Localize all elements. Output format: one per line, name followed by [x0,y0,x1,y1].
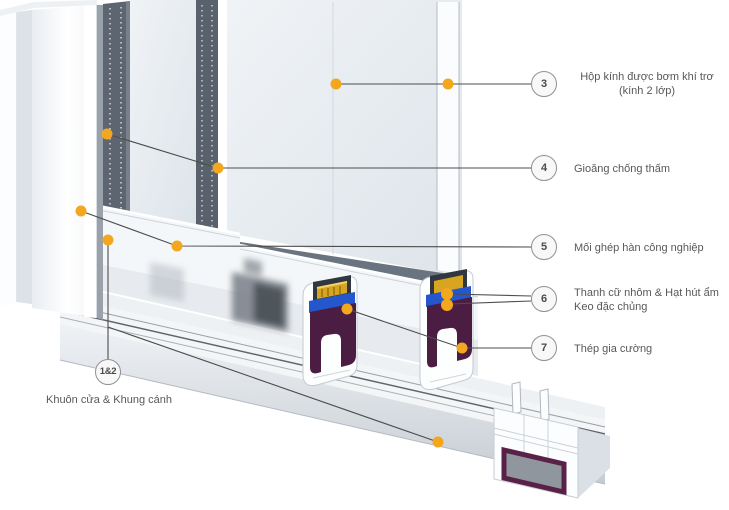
callout-label-4: Gioăng chống thấm [574,162,670,176]
glass-edge-highlight [437,2,459,274]
callout-label-6-line2: Keo đặc chủng [574,301,648,313]
callout-label-1-2-line1: Khuôn cửa & Khung cánh [45,394,172,406]
glazing-strip-mid [196,0,218,242]
callout-label-7: Thép gia cường [574,342,652,356]
callout-marker-6: 6 [531,286,557,312]
track-fin [511,381,522,415]
callout-marker-1-2: 1&2 [95,359,121,385]
sealant-blue [309,292,355,313]
profile-cut-left [302,275,358,387]
glazing-strip-left [103,1,130,218]
callout-label-6: Thanh cữ nhôm & Hạt hút ẩm Keo đặc chủng [574,286,719,314]
profile-cut-right [419,269,474,391]
sill-front-face [60,324,605,484]
callout-marker-5: 5 [531,234,557,260]
callout-label-7-line1: Thép gia cường [574,343,653,355]
sill-end-cut [493,381,610,499]
callout-label-5-line1: Mối ghép hàn công nghiệp [574,242,704,254]
callout-label-3: Hộp kính được bơm khí trơ (kính 2 lớp) [568,70,726,98]
glass-pane-left [130,0,196,227]
callout-label-1-2: Khuôn cửa & Khung cánh [36,393,182,407]
callout-marker-4: 4 [531,155,557,181]
steel-reinforcement [310,303,356,374]
callout-marker-7: 7 [531,335,557,361]
roller-hardware-blur [150,258,288,332]
callout-label-6-line1: Thanh cữ nhôm & Hạt hút ẩm [574,287,719,299]
callout-marker-3: 3 [531,71,557,97]
callout-label-4-line1: Gioăng chống thấm [574,163,671,175]
callout-label-3-line1: Hộp kính được bơm khí trơ [580,71,714,83]
outer-frame-jamb [0,0,103,320]
marker-dots [75,78,468,448]
track-fin [539,388,550,422]
callout-label-5: Mối ghép hàn công nghiệp [574,241,704,255]
callout-label-3-line2: (kính 2 lớp) [618,85,676,97]
steel-box-in-sill [501,446,567,496]
